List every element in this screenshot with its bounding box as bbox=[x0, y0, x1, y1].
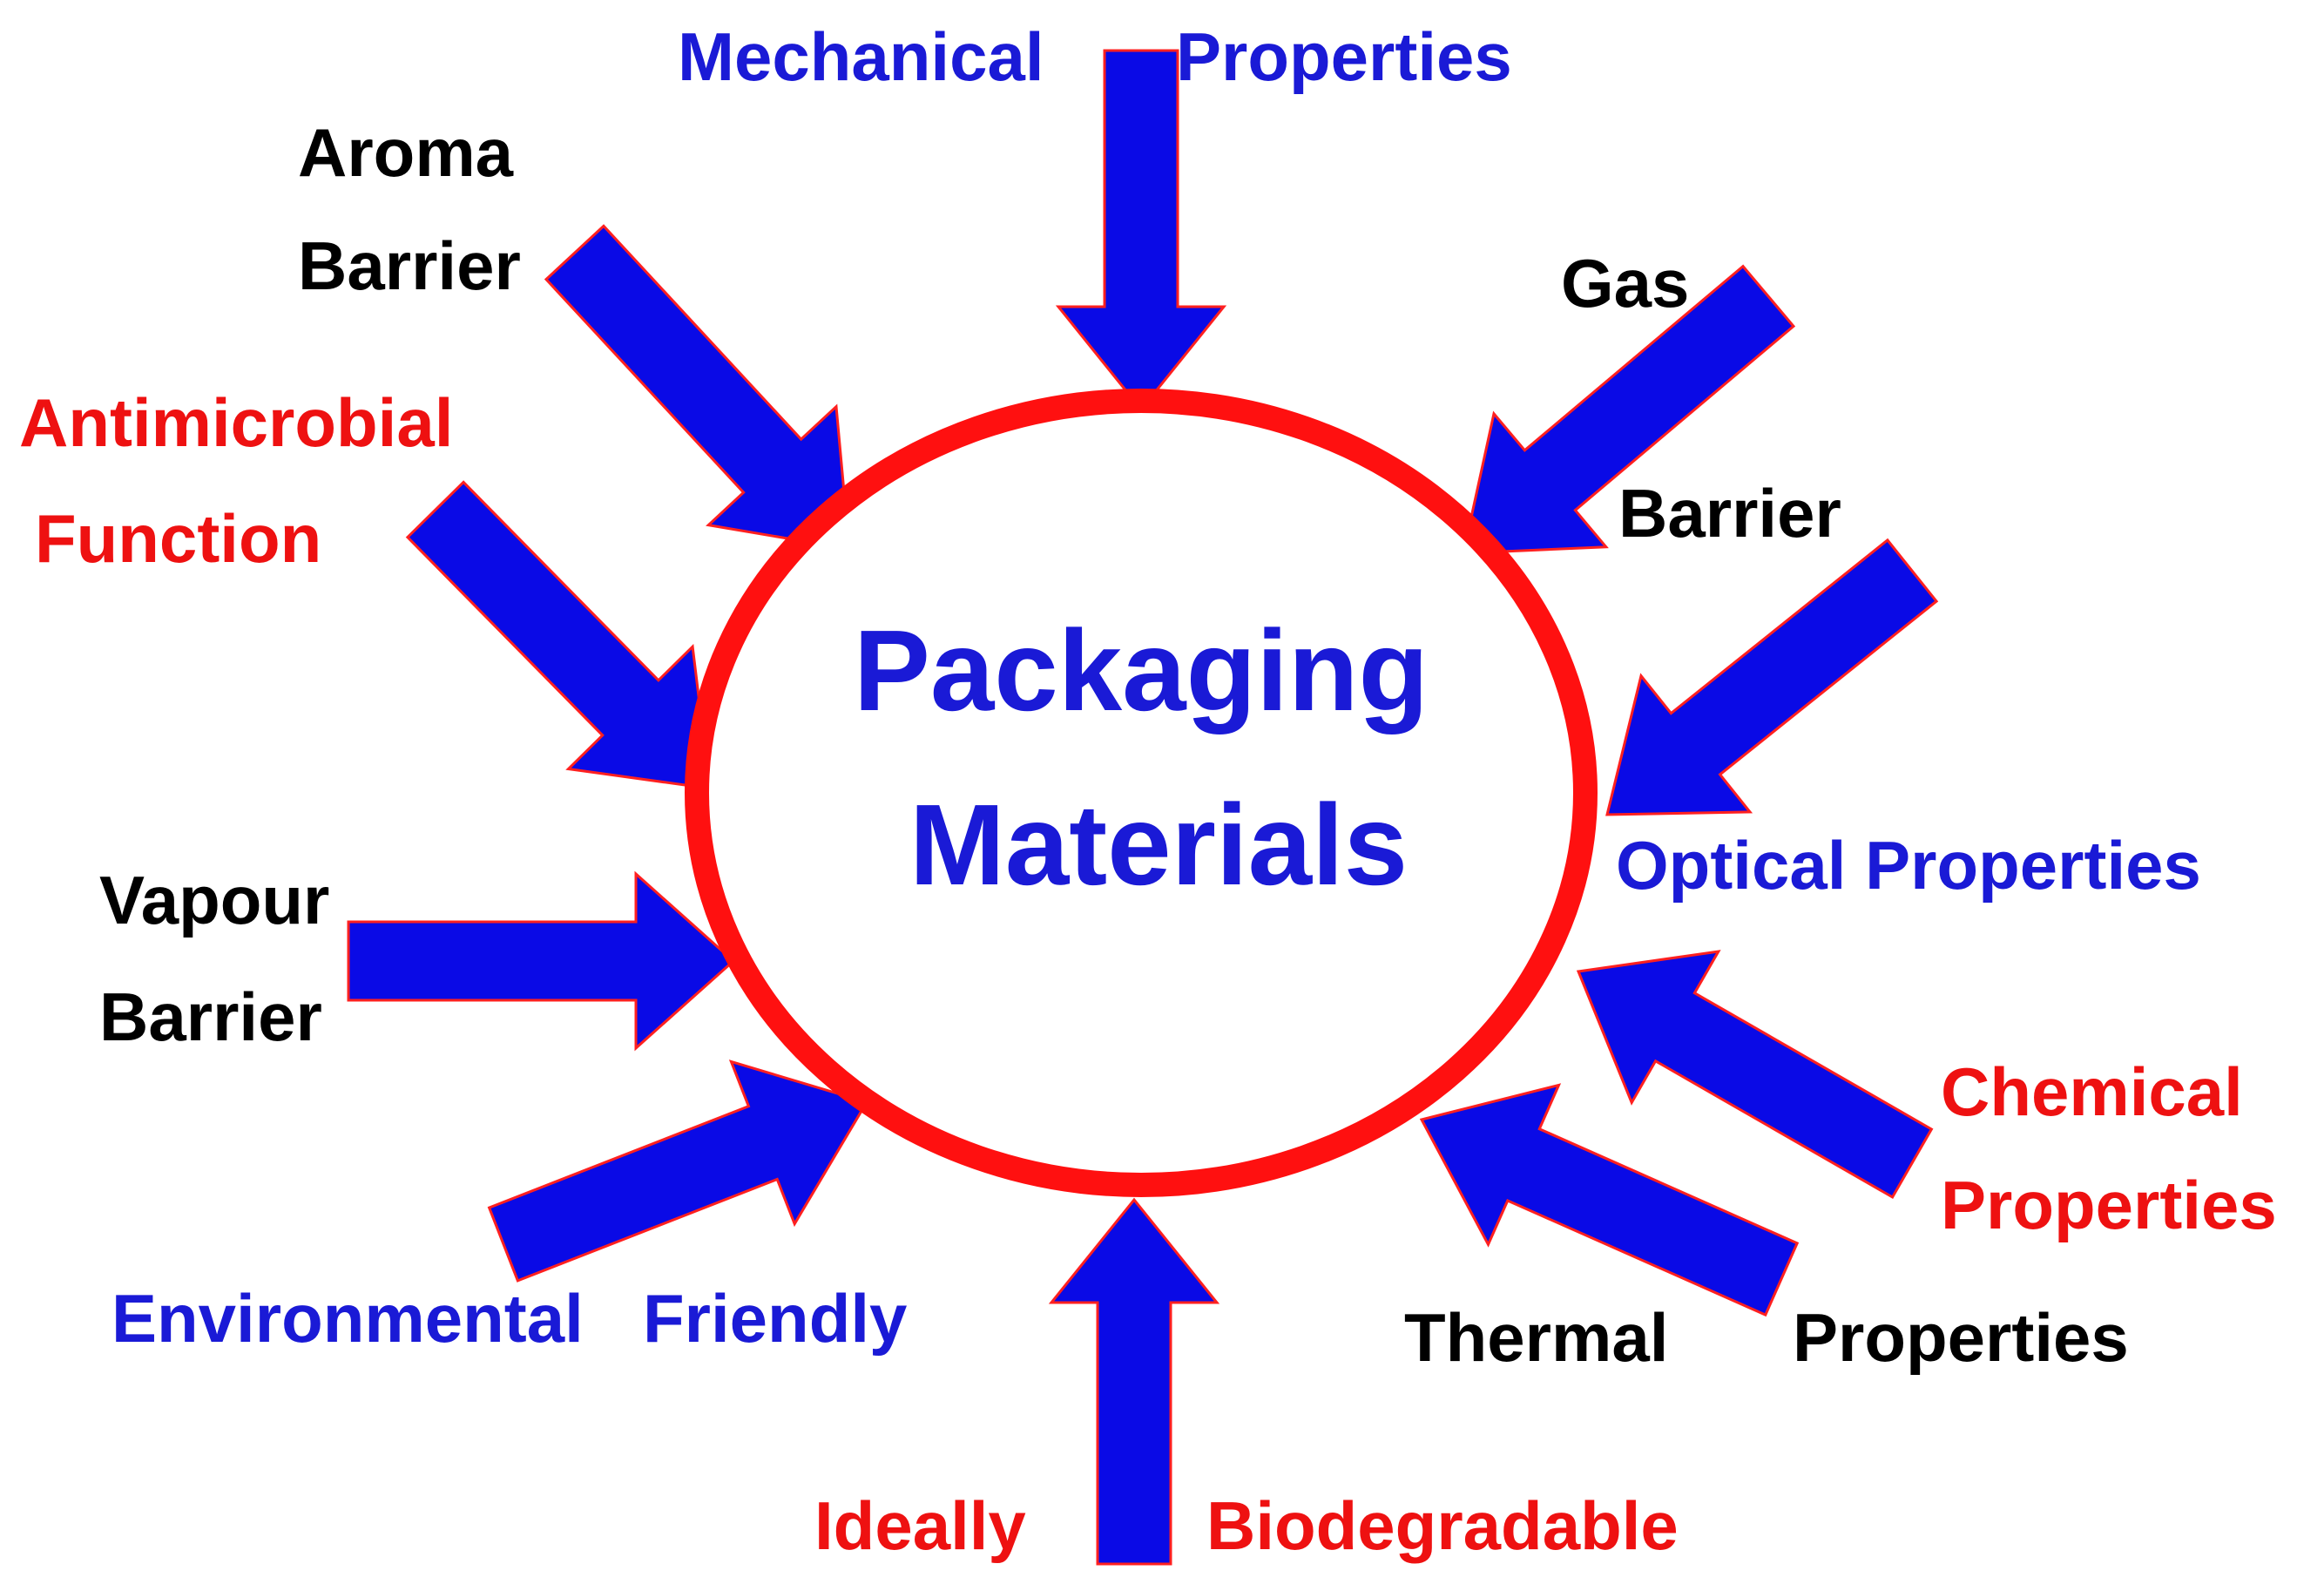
label-aroma-barrier: Barrier bbox=[298, 227, 521, 304]
arrow-environmental bbox=[487, 1059, 869, 1283]
label-gas: Gas bbox=[1561, 245, 1689, 322]
label-aroma: Aroma bbox=[298, 114, 514, 191]
label-thermal: Thermal bbox=[1404, 1299, 1668, 1376]
label-environmental-friendly: Friendly bbox=[643, 1280, 907, 1357]
label-biodegradable: Biodegradable bbox=[1206, 1487, 1679, 1564]
arrows-group bbox=[347, 49, 1939, 1566]
label-thermal-properties: Properties bbox=[1793, 1299, 2129, 1376]
arrow-vapour bbox=[347, 870, 736, 1052]
label-chemical: Chemical bbox=[1941, 1053, 2243, 1130]
label-mechanical: Mechanical bbox=[678, 18, 1044, 95]
arrow-chemical bbox=[1576, 950, 1934, 1200]
center-ring bbox=[685, 389, 1598, 1197]
arrow-thermal bbox=[1419, 1083, 1800, 1317]
center-title-line1: Packaging bbox=[854, 606, 1429, 734]
arrow-biodegradable bbox=[1048, 1197, 1220, 1566]
label-antimicrobial-function: Function bbox=[35, 500, 321, 577]
label-antimicrobial: Antimicrobial bbox=[19, 384, 453, 461]
label-environmental: Environmental bbox=[111, 1280, 584, 1357]
label-vapour: Vapour bbox=[99, 862, 329, 938]
arrow-aroma bbox=[544, 224, 851, 551]
label-chemical-properties: Properties bbox=[1941, 1167, 2277, 1243]
label-optical-properties: Optical Properties bbox=[1616, 827, 2201, 904]
arrow-antimicrobial bbox=[405, 480, 712, 790]
label-ideally: Ideally bbox=[814, 1487, 1026, 1564]
arrow-mechanical bbox=[1055, 49, 1227, 412]
center-title-line2: Materials bbox=[909, 781, 1408, 909]
label-vapour-barrier: Barrier bbox=[99, 978, 322, 1055]
label-mechanical-properties: Properties bbox=[1176, 18, 1512, 95]
arrow-optical bbox=[1605, 538, 1939, 816]
arrow-gas bbox=[1462, 264, 1796, 555]
label-gas-barrier: Barrier bbox=[1618, 475, 1841, 552]
